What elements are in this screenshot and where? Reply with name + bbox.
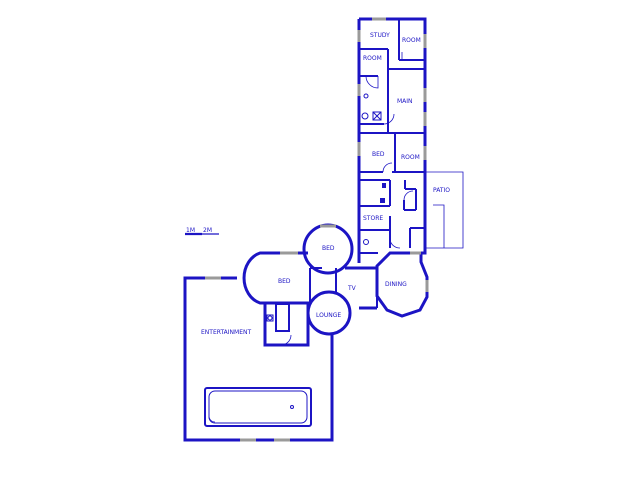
upper-wing	[357, 17, 427, 263]
label-room-mid: ROOM	[401, 154, 420, 161]
left-bed	[242, 251, 322, 305]
central-core	[345, 239, 429, 318]
label-study: STUDY	[370, 32, 390, 39]
label-lounge: LOUNGE	[316, 312, 341, 319]
label-bed-left: BED	[278, 278, 291, 285]
scale-label-2m: 2M	[203, 227, 212, 234]
label-tv: TV	[347, 285, 357, 292]
scale-label-1m: 1M	[186, 227, 195, 234]
lounge	[306, 268, 352, 336]
kitchen-block	[263, 303, 310, 347]
label-bed-upper: BED	[372, 151, 385, 158]
scale-bar: 1M 2M	[185, 227, 219, 236]
entertainment-area	[183, 276, 334, 442]
label-room-small: ROOM	[363, 55, 382, 62]
pool	[204, 387, 312, 427]
label-bed-round: BED	[322, 245, 335, 252]
label-entertainment: ENTERTAINMENT	[201, 329, 251, 336]
label-main: MAIN	[397, 98, 413, 105]
room-labels: STUDY ROOM ROOM MAIN BED ROOM PATIO STOR…	[201, 32, 450, 336]
label-patio: PATIO	[433, 187, 450, 194]
label-dining: DINING	[385, 281, 407, 288]
label-store: STORE	[363, 215, 383, 222]
round-bed	[302, 223, 354, 275]
label-room-top-right: ROOM	[402, 37, 421, 44]
patio-area	[424, 171, 464, 249]
